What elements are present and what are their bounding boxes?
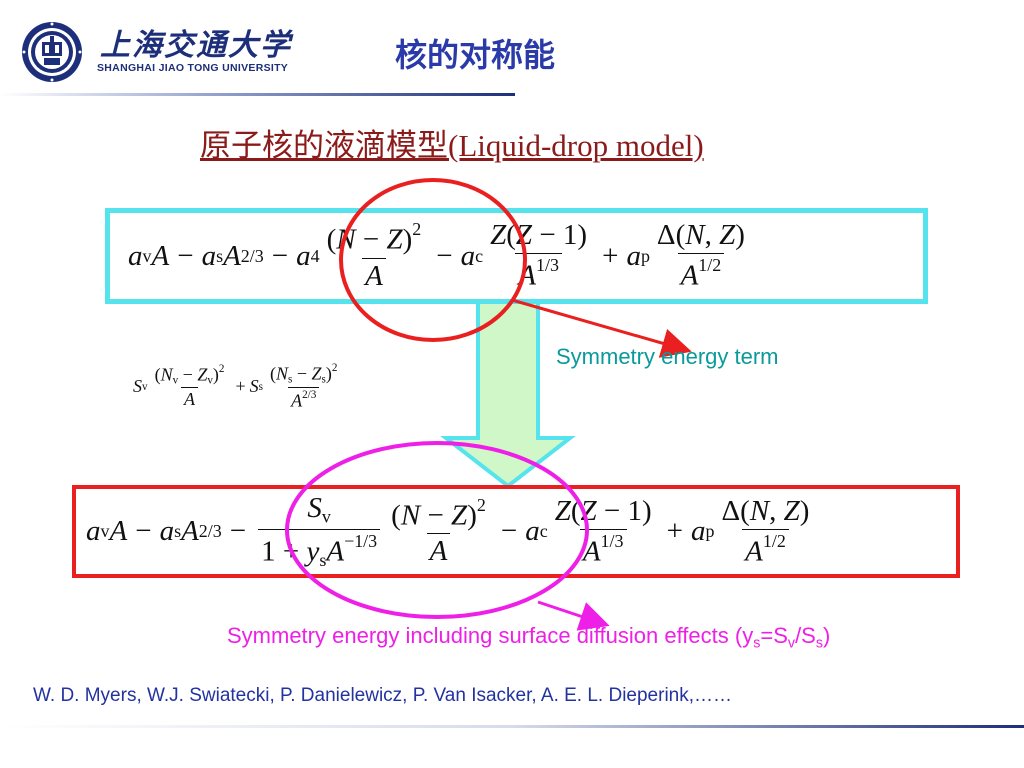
page-title: 核的对称能 <box>395 36 556 74</box>
symmetry-energy-surface-label: Symmetry energy including surface diffus… <box>227 623 831 652</box>
university-name-en: SHANGHAI JIAO TONG UNIVERSITY <box>97 62 289 74</box>
subtitle-cn: 原子核的液滴模型 <box>200 128 448 164</box>
slide-subtitle: 原子核的液滴模型(Liquid-drop model) <box>200 120 704 165</box>
university-seal-icon <box>22 22 82 82</box>
header-rule <box>0 93 515 96</box>
university-name-cn: 上海交通大学 <box>100 28 292 63</box>
surface-diffusion-pointer-arrow <box>537 600 610 631</box>
down-arrow-icon <box>440 300 576 489</box>
university-logo: 上海交通大学 SHANGHAI JIAO TONG UNIVERSITY <box>20 18 290 86</box>
symmetry-energy-term-label: Symmetry energy term <box>556 344 779 369</box>
footer-rule <box>0 725 1024 728</box>
authors-citation: W. D. Myers, W.J. Swiatecki, P. Danielew… <box>33 685 733 706</box>
subtitle-en: (Liquid-drop model) <box>448 128 704 163</box>
